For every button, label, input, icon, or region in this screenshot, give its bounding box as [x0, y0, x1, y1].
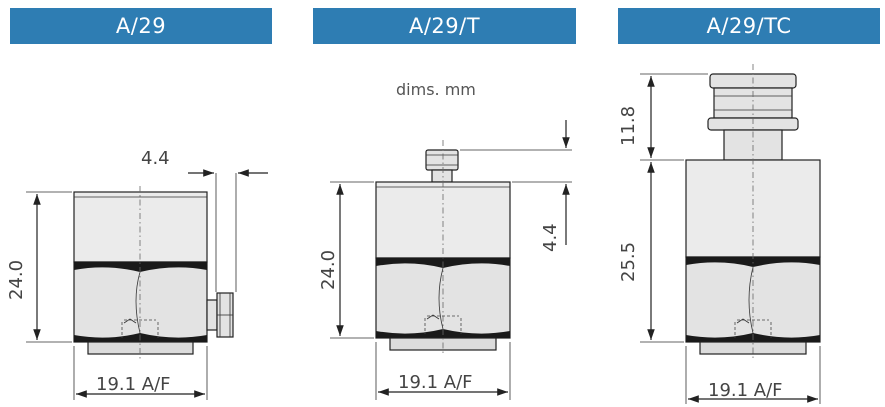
sensor-base	[87, 341, 194, 355]
hex-chamfer-top	[74, 262, 207, 272]
tab-a29-tc[interactable]: A/29/TC	[618, 8, 880, 44]
drawing-a29: 24.0 4.4 19.1 A/F	[6, 148, 268, 400]
dim-height: 24.0	[318, 250, 339, 290]
tab-a29[interactable]: A/29	[10, 8, 272, 44]
hex-chamfer-bottom	[74, 333, 207, 342]
dim-connector-height: 11.8	[618, 106, 639, 146]
dim-height: 24.0	[6, 260, 27, 300]
dim-body-height: 25.5	[618, 242, 639, 282]
sensor-body	[375, 181, 511, 259]
top-connector	[707, 73, 799, 161]
drawing-a29-tc: 11.8 25.5 19.1 A/F	[618, 64, 821, 404]
dim-width: 19.1 A/F	[708, 380, 783, 401]
sensor-body	[73, 191, 208, 263]
dim-width: 19.1 A/F	[398, 372, 473, 393]
dim-width: 19.1 A/F	[96, 374, 171, 395]
top-connector	[425, 149, 459, 183]
drawing-a29-t: 24.0 4.4 19.1 A/F	[318, 120, 572, 400]
tab-a29-t[interactable]: A/29/T	[313, 8, 576, 44]
side-connector	[206, 292, 234, 338]
dim-connector-offset: 4.4	[141, 148, 170, 169]
sensor-hex	[73, 261, 208, 343]
dim-connector-offset: 4.4	[540, 223, 561, 252]
dims-note: dims. mm	[396, 80, 476, 99]
